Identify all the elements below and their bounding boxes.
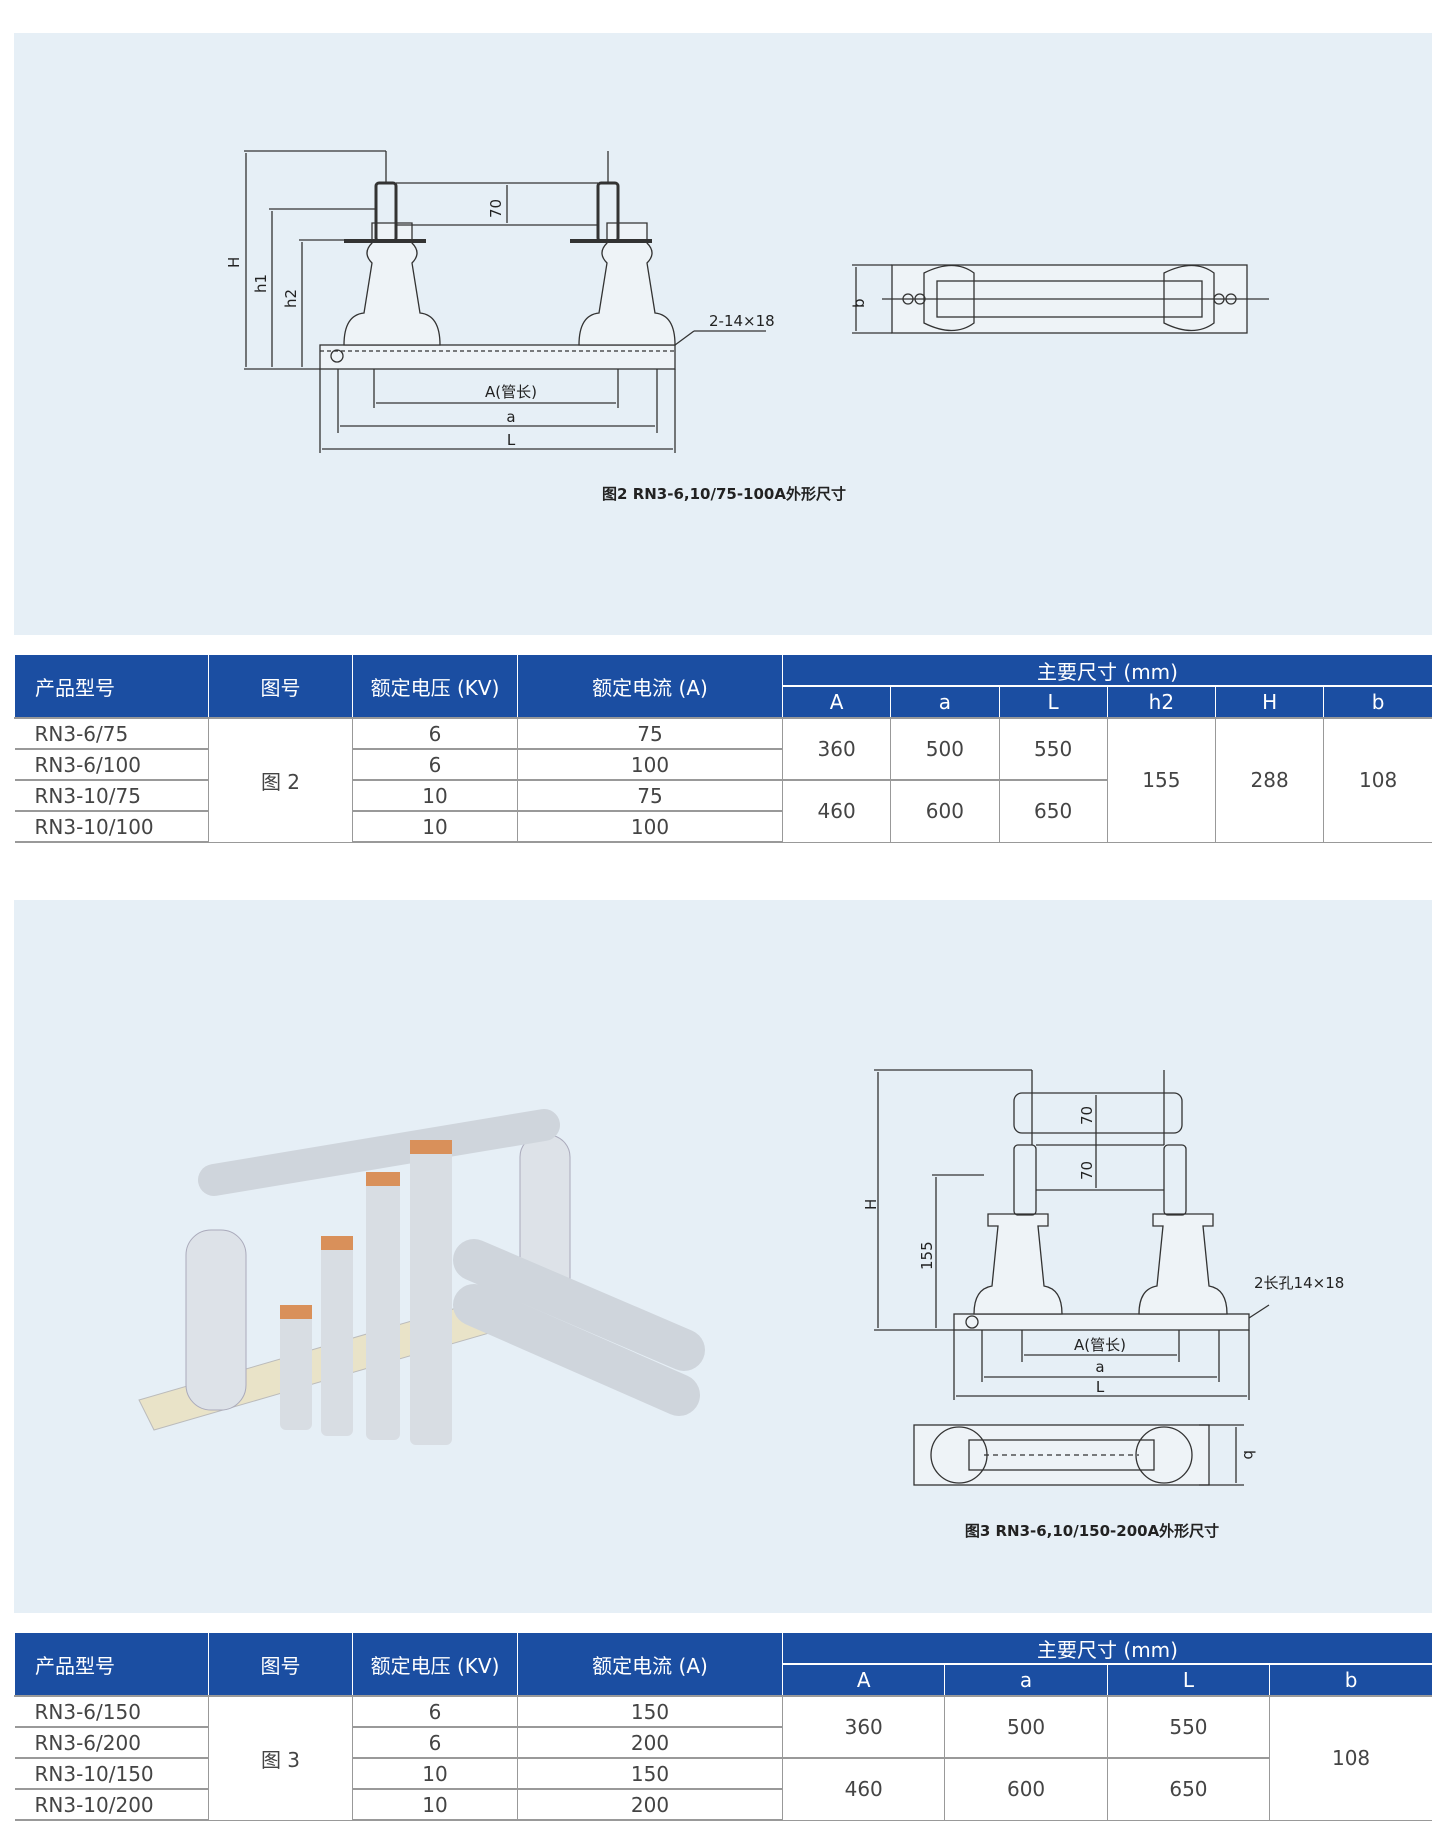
- header-voltage: 额定电压 (KV): [352, 1633, 518, 1696]
- dim-h1: h1: [252, 274, 270, 293]
- header-fig: 图号: [208, 1633, 353, 1696]
- figure2-panel: H h1 h2 70 A(管长) a L 2-14×18 b 图2 RN3-6,…: [14, 33, 1432, 635]
- spec-table-2: 产品型号 图号 额定电压 (KV) 额定电流 (A) 主要尺寸 (mm) A a…: [14, 1633, 1432, 1821]
- dim-70-lower: 70: [1078, 1161, 1096, 1180]
- dim-a: a: [506, 408, 515, 426]
- cell-L: 550: [1106, 1695, 1271, 1759]
- cell-model: RN3-10/75: [14, 779, 209, 812]
- dim-hole: 2长孔14×18: [1254, 1274, 1344, 1292]
- dim-hole: 2-14×18: [709, 312, 775, 330]
- cell-a: 500: [944, 1695, 1108, 1759]
- header-A: A: [781, 1664, 945, 1696]
- cell-current: 200: [517, 1788, 783, 1821]
- header-a: a: [944, 1664, 1108, 1696]
- header-h2: h2: [1106, 686, 1216, 718]
- table-row: RN3-6/100 6 100: [14, 748, 1433, 781]
- dim-A: A(管长): [485, 383, 537, 401]
- table-row: RN3-6/150 图 3 6 150 360 500 550 108: [14, 1695, 1432, 1821]
- figure2-drawing: H h1 h2 70 A(管长) a L 2-14×18 b 图2 RN3-6,…: [225, 150, 1269, 503]
- cell-voltage: 6: [352, 717, 518, 750]
- dim-A: A(管长): [1074, 1336, 1126, 1354]
- cell-L: 650: [1106, 1757, 1271, 1821]
- cell-A: 460: [781, 1757, 946, 1821]
- header-current: 额定电流 (A): [517, 1633, 783, 1696]
- table-row: RN3-6/200 6 200: [14, 1726, 1433, 1759]
- cell-model: RN3-6/200: [14, 1726, 209, 1759]
- spec-table-1: 产品型号 图号 额定电压 (KV) 额定电流 (A) 主要尺寸 (mm) A a…: [14, 655, 1432, 843]
- header-current: 额定电流 (A): [517, 655, 783, 718]
- cell-a: 600: [944, 1757, 1108, 1821]
- dim-b: b: [850, 298, 868, 308]
- cell-model: RN3-6/150: [14, 1695, 209, 1728]
- dim-155: 155: [918, 1241, 936, 1270]
- dim-b: b: [1240, 1450, 1258, 1460]
- cell-model: RN3-6/75: [14, 717, 209, 750]
- header-dims: 主要尺寸 (mm): [782, 655, 1432, 687]
- cell-voltage: 10: [352, 1757, 518, 1790]
- figure3-drawing: H 155 70 70 A(管长) a L 2长孔14×18 b 图3 RN3-…: [862, 1069, 1344, 1540]
- cell-model: RN3-6/100: [14, 748, 209, 781]
- header-L: L: [1106, 1664, 1270, 1696]
- cell-L: 550: [998, 717, 1108, 781]
- header-model: 产品型号: [14, 1633, 209, 1696]
- table-row: RN3-10/150 10 150 460 600 650: [14, 1757, 1433, 1821]
- cell-model: RN3-10/150: [14, 1757, 209, 1790]
- figure3-caption: 图3 RN3-6,10/150-200A外形尺寸: [965, 1522, 1219, 1540]
- cell-voltage: 10: [352, 810, 518, 843]
- cell-voltage: 6: [352, 1726, 518, 1759]
- header-b: b: [1269, 1664, 1432, 1696]
- cell-current: 150: [517, 1757, 783, 1790]
- dim-H: H: [225, 257, 243, 268]
- header-model: 产品型号: [14, 655, 209, 718]
- header-fig: 图号: [208, 655, 353, 718]
- cell-fig: 图 3: [208, 1695, 353, 1821]
- dim-h2: h2: [282, 289, 300, 308]
- cell-A: 460: [781, 779, 892, 843]
- header-A: A: [781, 686, 891, 718]
- header-H: H: [1214, 686, 1324, 718]
- cell-a: 600: [890, 779, 1000, 843]
- cell-b: 108: [1323, 717, 1432, 843]
- dim-70: 70: [487, 199, 505, 218]
- cell-voltage: 6: [352, 748, 518, 781]
- header-voltage: 额定电压 (KV): [352, 655, 518, 718]
- table-row: RN3-6/75 图 2 6 75 360 500 550 155 288 10…: [14, 717, 1432, 843]
- cell-b: 108: [1269, 1695, 1432, 1821]
- product-photo: [138, 1109, 705, 1445]
- dim-H: H: [862, 1199, 880, 1210]
- figure2-caption: 图2 RN3-6,10/75-100A外形尺寸: [602, 485, 846, 503]
- cell-current: 200: [517, 1726, 783, 1759]
- table-row: RN3-10/75 10 75 460 600 650: [14, 779, 1433, 843]
- header-L: L: [998, 686, 1108, 718]
- cell-model: RN3-10/200: [14, 1788, 209, 1821]
- cell-H: 288: [1214, 717, 1325, 843]
- cell-voltage: 10: [352, 1788, 518, 1821]
- cell-current: 150: [517, 1695, 783, 1728]
- cell-voltage: 6: [352, 1695, 518, 1728]
- header-dims: 主要尺寸 (mm): [782, 1633, 1432, 1665]
- dim-L: L: [1096, 1378, 1105, 1396]
- cell-A: 360: [781, 1695, 946, 1759]
- cell-fig: 图 2: [208, 717, 353, 843]
- cell-A: 360: [781, 717, 892, 781]
- cell-model: RN3-10/100: [14, 810, 209, 843]
- cell-L: 650: [998, 779, 1108, 843]
- cell-current: 75: [517, 779, 783, 812]
- cell-h2: 155: [1106, 717, 1217, 843]
- cell-a: 500: [890, 717, 1000, 781]
- figure3-panel: H 155 70 70 A(管长) a L 2长孔14×18 b 图3 RN3-…: [14, 900, 1432, 1613]
- header-a: a: [890, 686, 999, 718]
- table-row: RN3-10/200 10 200: [14, 1788, 1433, 1821]
- dim-70-upper: 70: [1078, 1106, 1096, 1125]
- dim-L: L: [507, 431, 516, 449]
- cell-current: 100: [517, 748, 783, 781]
- cell-current: 100: [517, 810, 783, 843]
- table-row: RN3-10/100 10 100: [14, 810, 1433, 843]
- cell-current: 75: [517, 717, 783, 750]
- dim-a: a: [1095, 1358, 1104, 1376]
- cell-voltage: 10: [352, 779, 518, 812]
- header-b: b: [1323, 686, 1432, 718]
